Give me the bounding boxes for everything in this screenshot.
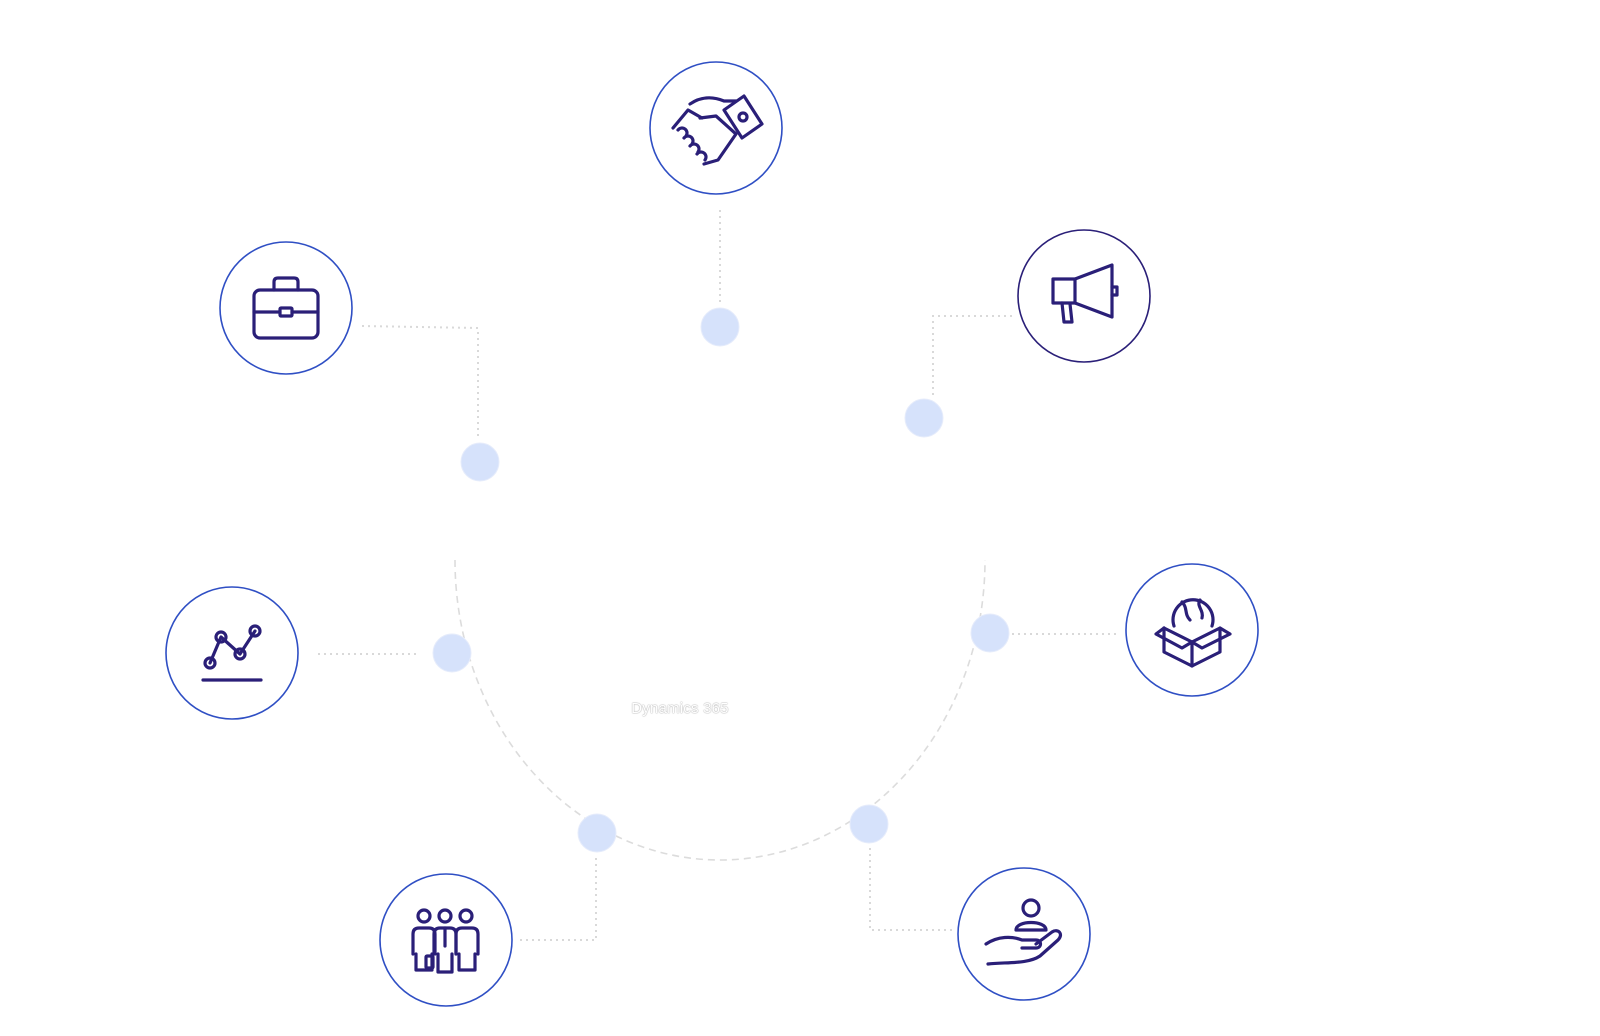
line-chart-icon <box>201 624 263 682</box>
briefcase-icon <box>252 276 320 340</box>
team-people-icon <box>411 908 480 974</box>
connector-customer-service <box>869 848 952 931</box>
icon-ring-marketing <box>1017 229 1151 363</box>
connector-marketing <box>932 315 1012 398</box>
icon-ring-supply-chain <box>1125 563 1259 697</box>
node-dot-sales[interactable] <box>700 307 740 347</box>
center-label: Dynamics 365 <box>631 700 729 717</box>
node-sales[interactable] <box>649 61 783 195</box>
node-dot-supply-chain[interactable] <box>970 613 1010 653</box>
icon-ring-sales <box>649 61 783 195</box>
node-human-resources[interactable] <box>379 873 513 1007</box>
node-customer-service[interactable] <box>957 867 1091 1001</box>
node-supply-chain[interactable] <box>1125 563 1259 697</box>
megaphone-icon <box>1051 263 1119 324</box>
node-dot-marketing[interactable] <box>904 398 944 438</box>
node-dots <box>432 307 1010 853</box>
node-dot-analytics[interactable] <box>432 633 472 673</box>
icon-ring-customer-service <box>957 867 1091 1001</box>
node-dot-customer-service[interactable] <box>849 804 889 844</box>
node-business-central[interactable] <box>219 241 353 375</box>
node-marketing[interactable] <box>1017 229 1151 363</box>
connector-business-central <box>361 325 479 440</box>
icon-ring-analytics <box>165 586 299 720</box>
hand-person-icon <box>984 898 1063 966</box>
central-arc <box>454 559 986 861</box>
handshake-money-icon <box>671 94 764 166</box>
globe-box-icon <box>1154 598 1232 668</box>
node-dot-business-central[interactable] <box>460 442 500 482</box>
node-analytics[interactable] <box>165 586 299 720</box>
node-dot-human-resources[interactable] <box>577 813 617 853</box>
connectors <box>318 210 1118 941</box>
connector-human-resources <box>518 858 597 941</box>
